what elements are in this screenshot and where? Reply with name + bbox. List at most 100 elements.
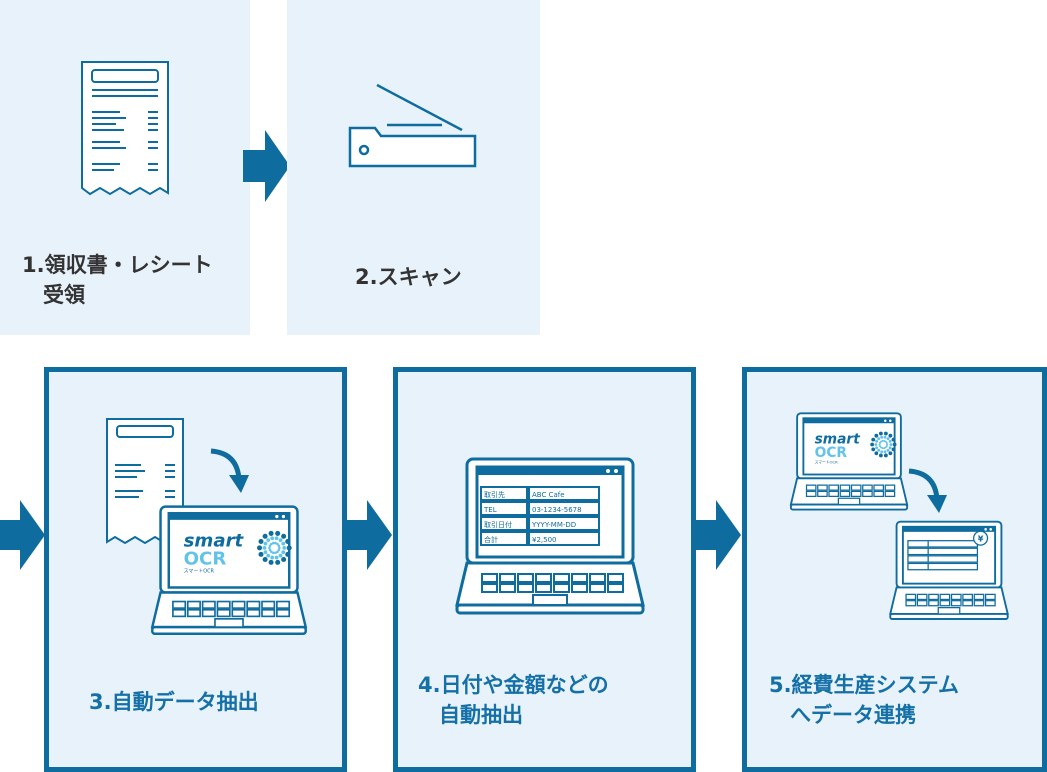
logo-dot bbox=[278, 546, 281, 550]
logo-dot bbox=[889, 443, 893, 446]
yen-icon bbox=[973, 530, 989, 546]
logo-dot bbox=[883, 431, 888, 436]
logo-dot bbox=[881, 447, 884, 450]
step-5-label: 5.経費生産システム へデータ連携 bbox=[769, 673, 959, 727]
laptop-icon: smart OCR スマートOCR bbox=[149, 505, 309, 637]
step-4-box: 取引先 ABC Cafe TEL 03-1234-5678 取引日付 YYYY-… bbox=[393, 367, 696, 772]
logo-dot bbox=[883, 453, 888, 458]
logo-dot bbox=[258, 551, 264, 557]
arrow-right-icon bbox=[696, 500, 741, 570]
step-4-label: 4.日付や金額などの 自動抽出 bbox=[418, 673, 609, 727]
logo-dot bbox=[878, 443, 881, 446]
logo-dot bbox=[262, 533, 268, 539]
logo-dot bbox=[271, 541, 275, 545]
step-2-box: 2.スキャン bbox=[287, 0, 540, 335]
receipt-icon bbox=[81, 61, 169, 196]
logo-dot bbox=[285, 551, 291, 557]
logo-dot bbox=[275, 530, 281, 536]
logo-word2: OCR bbox=[815, 445, 848, 461]
logo-dot bbox=[285, 538, 291, 544]
logo-dot bbox=[275, 559, 281, 565]
logo-dot bbox=[268, 530, 274, 536]
logo-dot bbox=[883, 450, 887, 454]
logo-dot bbox=[263, 541, 268, 546]
step-1-box: 1.領収書・レシート 受領 bbox=[0, 0, 250, 335]
logo-dot bbox=[880, 450, 884, 454]
logo-dot bbox=[886, 448, 890, 452]
logo-dot bbox=[277, 548, 281, 552]
logo-dot bbox=[885, 445, 888, 448]
logo-dot bbox=[276, 550, 279, 554]
logo-dot bbox=[281, 541, 286, 546]
logo-dot bbox=[274, 555, 279, 560]
logo-dot bbox=[888, 439, 892, 443]
logo-dot bbox=[274, 541, 277, 545]
logo-dot bbox=[874, 433, 879, 438]
logo-dot bbox=[286, 545, 292, 551]
step-5-box: smart OCR スマートOCR ¥ 5.経費生産システム へデータ連携 bbox=[742, 367, 1047, 772]
logo-dot bbox=[270, 542, 273, 546]
logo-dot bbox=[257, 545, 263, 551]
logo-dot bbox=[871, 437, 876, 442]
arrow-right-icon bbox=[243, 130, 290, 202]
table-key: 合計 bbox=[484, 535, 498, 544]
logo-dot bbox=[883, 435, 887, 439]
logo-dot bbox=[880, 446, 883, 449]
logo-dot bbox=[874, 443, 878, 446]
logo-dot bbox=[885, 441, 888, 444]
logo-dot bbox=[268, 559, 274, 565]
logo-dot bbox=[274, 551, 277, 555]
logo-dot bbox=[880, 440, 883, 443]
logo-dot bbox=[281, 556, 287, 563]
logo-dot bbox=[886, 443, 889, 446]
logo-dot bbox=[892, 442, 897, 447]
logo-dot bbox=[874, 451, 879, 456]
logo-dot bbox=[880, 435, 884, 439]
logo-dot bbox=[270, 550, 273, 554]
logo-dot bbox=[870, 442, 875, 447]
logo-sub: スマートOCR bbox=[815, 459, 838, 464]
logo-dot bbox=[884, 446, 887, 449]
logo-dot bbox=[277, 544, 281, 548]
logo-dot bbox=[888, 451, 893, 456]
logo-dot bbox=[875, 446, 879, 450]
logo-dot bbox=[878, 453, 883, 458]
logo-dot bbox=[270, 536, 275, 541]
table-value: ABC Cafe bbox=[532, 491, 565, 499]
logo-dot bbox=[877, 437, 881, 441]
logo-dot bbox=[281, 550, 286, 555]
logo-dot bbox=[875, 439, 879, 443]
step-3-box: smart OCR スマートOCR 3.自動データ抽出 bbox=[44, 367, 347, 772]
arrow-right-icon bbox=[0, 500, 45, 570]
logo-dot bbox=[884, 440, 887, 443]
laptop-icon: 取引先 ABC Cafe TEL 03-1234-5678 取引日付 YYYY-… bbox=[455, 457, 645, 617]
logo-dot bbox=[268, 544, 272, 548]
arrow-right-icon bbox=[347, 500, 392, 570]
logo-dot bbox=[281, 533, 287, 539]
logo-word1: smart bbox=[815, 431, 861, 447]
logo-dot bbox=[888, 446, 892, 450]
logo-dot bbox=[271, 551, 275, 555]
table-value: YYYY-MM-DD bbox=[531, 521, 576, 529]
logo-dot bbox=[883, 447, 886, 450]
logo-dot bbox=[276, 542, 279, 546]
logo-dot bbox=[891, 437, 896, 442]
svg-text:¥: ¥ bbox=[978, 533, 984, 543]
step-3-label: 3.自動データ抽出 bbox=[89, 690, 259, 714]
curved-arrow-icon bbox=[908, 468, 947, 513]
logo-dot bbox=[891, 447, 896, 452]
logo-dot bbox=[879, 445, 881, 448]
step-1-label: 1.領収書・レシート 受領 bbox=[22, 253, 213, 307]
logo-dot bbox=[877, 448, 881, 452]
table-key: 取引日付 bbox=[484, 520, 512, 529]
logo-dot bbox=[266, 553, 271, 558]
logo-sub: スマートOCR bbox=[184, 569, 215, 575]
logo-word2: OCR bbox=[184, 548, 227, 569]
laptop-icon: smart OCR スマートOCR bbox=[789, 412, 909, 512]
table-value: 03-1234-5678 bbox=[532, 506, 582, 514]
table-value: ¥2,500 bbox=[532, 536, 557, 544]
table-key: TEL bbox=[483, 506, 497, 514]
logo-dot bbox=[274, 536, 279, 541]
logo-dot bbox=[262, 546, 267, 550]
logo-dot bbox=[263, 550, 268, 555]
